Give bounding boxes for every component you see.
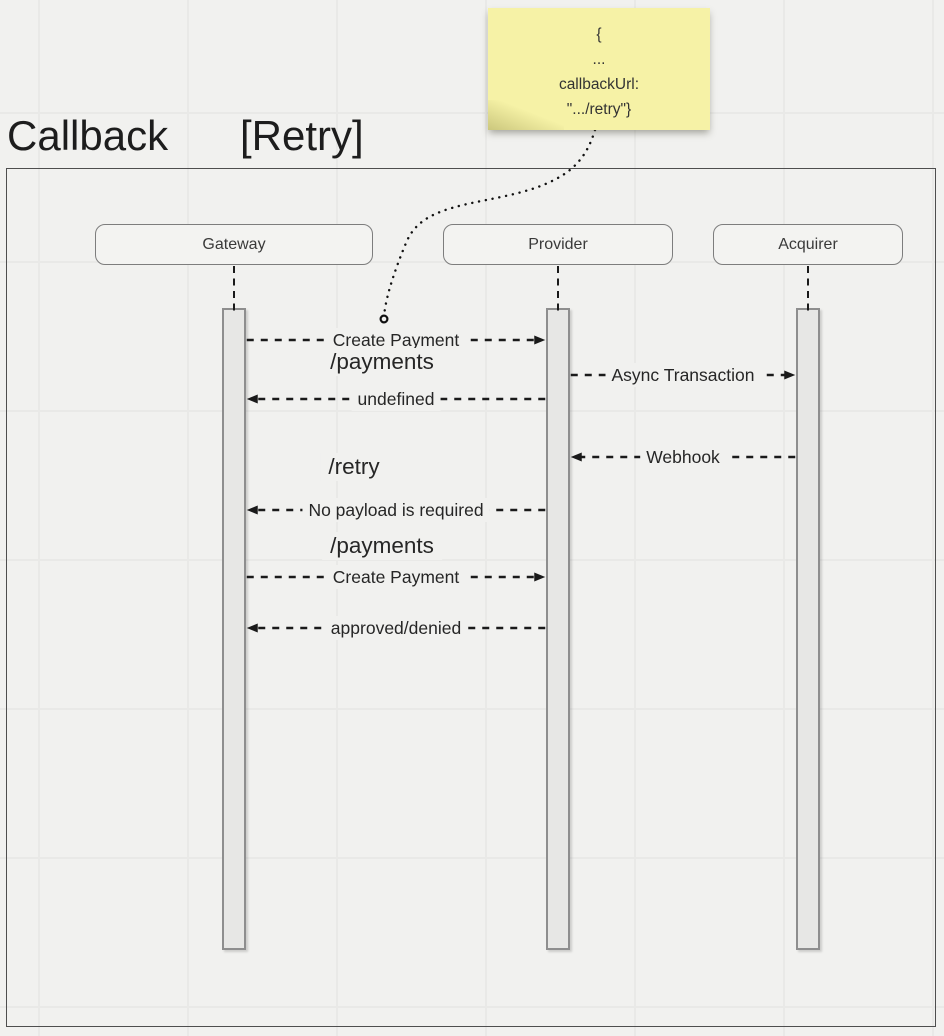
actor-box-acquirer[interactable]: Acquirer	[713, 224, 903, 265]
actor-label-provider: Provider	[528, 235, 588, 253]
message-label-6[interactable]: approved/denied	[324, 616, 468, 640]
actor-box-gateway[interactable]: Gateway	[95, 224, 373, 265]
lifeline-gateway	[232, 266, 236, 314]
note-connector-endpoint-circle	[379, 314, 389, 324]
lifeline-acquirer	[806, 266, 810, 314]
message-arrowhead-5[interactable]	[534, 572, 546, 582]
message-arrowhead-1[interactable]	[784, 370, 796, 380]
actor-label-acquirer: Acquirer	[778, 235, 838, 253]
note-line: callbackUrl:	[558, 76, 640, 93]
note-line: {	[596, 26, 602, 43]
message-arrowhead-4[interactable]	[246, 505, 258, 515]
note-line: ...	[592, 51, 606, 68]
message-label-3[interactable]: Webhook	[640, 445, 726, 469]
message-arrowhead-6[interactable]	[246, 623, 258, 633]
endpoint-label-2[interactable]: /payments	[322, 532, 442, 560]
endpoint-label-1[interactable]: /retry	[320, 453, 388, 481]
title-retry: [Retry]	[240, 112, 364, 159]
message-arrowhead-2[interactable]	[246, 394, 258, 404]
lifeline-provider	[556, 266, 560, 314]
note-connector-curve	[383, 128, 597, 314]
message-arrowhead-3[interactable]	[570, 452, 582, 462]
actor-label-gateway: Gateway	[202, 235, 266, 253]
actor-box-provider[interactable]: Provider	[443, 224, 673, 265]
message-label-2[interactable]: undefined	[351, 387, 441, 411]
note-text: {... callbackUrl: ".../retry"}	[488, 8, 710, 122]
endpoint-label-0[interactable]: /payments	[322, 348, 442, 376]
sticky-note[interactable]: {... callbackUrl: ".../retry"}	[488, 8, 710, 130]
message-arrowhead-0[interactable]	[534, 335, 546, 345]
message-label-1[interactable]: Async Transaction	[605, 363, 761, 387]
title-callback: Callback	[7, 112, 169, 159]
message-label-4[interactable]: No payload is required	[302, 498, 490, 522]
message-label-5[interactable]: Create Payment	[326, 565, 466, 589]
note-fold	[488, 100, 564, 130]
diagram-frame	[6, 168, 936, 1027]
note-line: ".../retry"}	[566, 101, 632, 118]
